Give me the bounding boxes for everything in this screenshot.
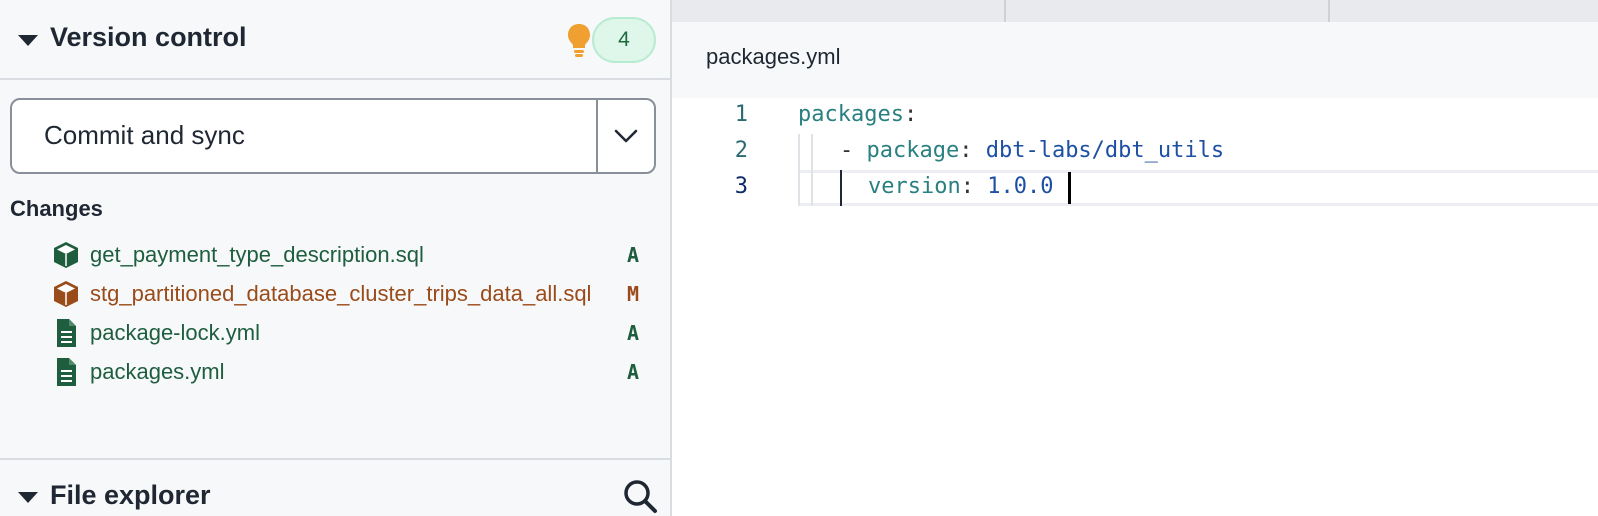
change-file-name: stg_partitioned_database_cluster_trips_d… — [90, 281, 592, 306]
search-icon[interactable] — [622, 478, 658, 516]
file-document-icon — [57, 319, 76, 347]
code-line-active[interactable]: 3 version: 1.0.0 — [672, 170, 1598, 206]
editor-file-title: packages.yml — [706, 44, 841, 69]
commit-and-sync-split-button: Commit and sync — [10, 98, 656, 174]
commit-and-sync-button[interactable]: Commit and sync — [44, 120, 245, 150]
commit-options-dropdown[interactable] — [598, 100, 654, 172]
yaml-key: packages — [798, 102, 904, 127]
active-line-highlight — [798, 170, 1598, 206]
file-document-icon — [57, 358, 76, 386]
code-editor: packages.yml 1 packages: 2 - package: db… — [672, 0, 1598, 516]
indent-guide — [811, 134, 813, 170]
version-control-title: Version control — [50, 22, 247, 52]
change-file-name: get_payment_type_description.sql — [90, 242, 424, 267]
change-item-stg-partitioned[interactable]: stg_partitioned_database_cluster_trips_d… — [0, 275, 670, 315]
change-status-modified: M — [626, 282, 640, 306]
line-text: packages: — [798, 102, 917, 127]
indent-guide — [811, 170, 813, 206]
editor-tabs-strip — [672, 0, 1598, 22]
change-status-added: A — [626, 243, 640, 267]
change-item-package-lock[interactable]: package-lock.yml A — [0, 314, 670, 354]
change-file-name: packages.yml — [90, 359, 225, 384]
file-explorer-header[interactable]: File explorer — [0, 458, 670, 516]
version-control-header[interactable]: Version control 4 — [0, 0, 670, 80]
change-item-get-payment-type-description[interactable]: get_payment_type_description.sql A — [0, 236, 670, 276]
text-cursor — [1068, 172, 1071, 204]
changes-heading: Changes — [10, 196, 103, 221]
collapse-caret-icon[interactable] — [18, 492, 38, 503]
line-text: - package: dbt-labs/dbt_utils — [840, 138, 1224, 163]
change-file-name: package-lock.yml — [90, 320, 260, 345]
indent-guide-active — [840, 170, 842, 206]
file-explorer-title: File explorer — [50, 480, 211, 510]
yaml-dash: - — [840, 138, 867, 163]
tab-separator — [1004, 0, 1006, 22]
changes-count-badge: 4 — [592, 17, 656, 63]
sidebar: Version control 4 Commit and sync Change… — [0, 0, 672, 516]
lightbulb-icon[interactable] — [565, 22, 593, 58]
change-status-added: A — [626, 321, 640, 345]
code-line[interactable]: 1 packages: — [672, 98, 1598, 134]
change-status-added: A — [626, 360, 640, 384]
yaml-value: dbt-labs/dbt_utils — [985, 138, 1225, 163]
line-number: 1 — [734, 102, 748, 127]
commit-divider — [596, 100, 598, 172]
indent-guide — [798, 134, 800, 170]
line-number: 2 — [734, 138, 748, 163]
line-number: 3 — [734, 174, 748, 199]
indent-guide — [798, 170, 800, 206]
chevron-down-icon — [614, 129, 638, 143]
collapse-caret-icon[interactable] — [18, 35, 38, 46]
code-area[interactable]: 1 packages: 2 - package: dbt-labs/dbt_ut… — [672, 98, 1598, 516]
yaml-separator: : — [960, 174, 988, 199]
yaml-key: version — [868, 174, 961, 199]
model-cube-icon — [54, 281, 78, 307]
code-line[interactable]: 2 - package: dbt-labs/dbt_utils — [672, 134, 1598, 170]
model-cube-icon — [54, 242, 78, 268]
line-text: version: 1.0.0 — [868, 174, 1053, 199]
editor-file-header: packages.yml — [672, 22, 1598, 98]
change-item-packages[interactable]: packages.yml A — [0, 353, 670, 393]
tab-separator — [1328, 0, 1330, 22]
yaml-separator: : — [959, 138, 986, 163]
yaml-separator: : — [903, 102, 918, 127]
yaml-key: package — [866, 138, 960, 163]
yaml-value: 1.0.0 — [987, 174, 1054, 199]
